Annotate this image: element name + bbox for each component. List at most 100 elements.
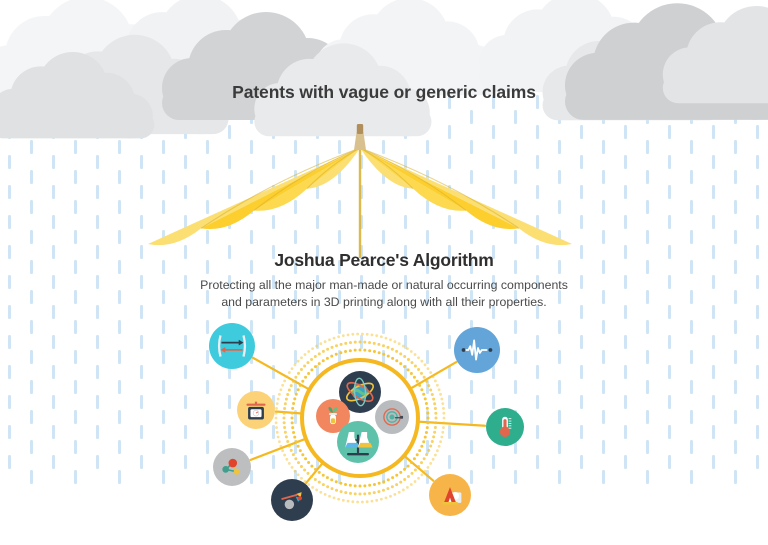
- rain-drop: [206, 380, 209, 394]
- halo-dot: [348, 341, 352, 345]
- rain-drop: [470, 230, 473, 244]
- halo-dot: [412, 375, 416, 379]
- leaf-left: [328, 407, 333, 414]
- halo-dot: [440, 435, 444, 439]
- rain-drop: [382, 350, 385, 364]
- rain-drop: [162, 140, 165, 154]
- rain-drop: [8, 365, 11, 379]
- halo-dot: [330, 487, 334, 491]
- rain-drop: [712, 125, 715, 139]
- halo-dot: [372, 350, 376, 354]
- halo-dot: [360, 332, 364, 336]
- rain-drop: [30, 320, 33, 334]
- rain-drop: [646, 380, 649, 394]
- halo-dot: [441, 402, 445, 406]
- rain-drop: [118, 440, 121, 454]
- halo-dot: [301, 379, 305, 383]
- halo-dot: [356, 332, 360, 336]
- halo-dot: [377, 342, 381, 346]
- hazard-cone-icon[interactable]: Hazard cone: [429, 474, 471, 516]
- halo-dot: [395, 349, 399, 353]
- halo-dot: [390, 485, 394, 489]
- rain-drop: [250, 230, 253, 244]
- halo-dot: [377, 481, 381, 485]
- rain-drop: [52, 155, 55, 169]
- rain-drop: [734, 470, 737, 484]
- rain-drop: [558, 140, 561, 154]
- orbit-ring-3: [353, 377, 367, 407]
- caliper-measure-icon[interactable]: Caliper measurement: [209, 323, 255, 369]
- rain-drop: [646, 320, 649, 334]
- rain-drop: [162, 290, 165, 304]
- rain-drop: [536, 155, 539, 169]
- halo-dot: [328, 338, 331, 342]
- rain-drop: [96, 185, 99, 199]
- lab-flasks-icon[interactable]: Lab flask stand: [337, 421, 379, 463]
- rain-drop: [74, 410, 77, 424]
- rain-drop: [558, 200, 561, 214]
- halo-dot: [399, 470, 403, 474]
- rain-drop: [96, 245, 99, 259]
- rain-drop: [756, 185, 759, 199]
- umbrella-rib: [200, 147, 361, 229]
- waveform-icon[interactable]: Signal waveform: [454, 327, 500, 373]
- rain-drop: [712, 245, 715, 259]
- rain-drop: [756, 335, 759, 349]
- target-gauge-icon[interactable]: Target gauge: [375, 400, 409, 434]
- halo-dot: [294, 457, 298, 461]
- rain-drop: [404, 185, 407, 199]
- atom-globe-icon[interactable]: Atom and globe: [339, 371, 381, 413]
- rain-drop: [206, 470, 209, 484]
- rain-drop: [580, 395, 583, 409]
- halo-dot: [307, 483, 311, 486]
- halo-dot: [276, 435, 280, 439]
- rain-drop: [558, 470, 561, 484]
- rain-drop: [646, 440, 649, 454]
- test-tube-icon[interactable]: Test tube with plant: [316, 399, 350, 433]
- rain-drop: [580, 455, 583, 469]
- rain-drop: [184, 275, 187, 289]
- rain-drop: [580, 425, 583, 439]
- node-glyph: [383, 408, 404, 426]
- halo-dot: [426, 416, 430, 420]
- molecule-icon[interactable]: Molecule: [213, 448, 251, 486]
- halo-dot: [278, 440, 281, 444]
- halo-dot: [351, 332, 355, 336]
- halo-dot: [290, 411, 294, 415]
- halo-dot: [409, 371, 413, 375]
- rain-drop: [162, 440, 165, 454]
- halo-dot: [307, 461, 311, 465]
- rain-drop: [712, 275, 715, 289]
- rain-drop: [646, 410, 649, 424]
- halo-dot: [311, 347, 314, 351]
- halo-dot: [435, 383, 439, 387]
- rain-drop: [470, 110, 473, 124]
- rain-drop: [646, 200, 649, 214]
- rain-drop: [734, 380, 737, 394]
- halo-dot: [293, 469, 297, 473]
- rain-drop: [272, 425, 275, 439]
- thermometer-icon[interactable]: Thermometer: [486, 408, 524, 446]
- halo-dot: [278, 392, 281, 396]
- halo-dot: [379, 335, 383, 339]
- halo-dot: [332, 496, 336, 500]
- halo-dot: [382, 352, 386, 356]
- rain-drop: [624, 275, 627, 289]
- kitchen-scale-icon[interactable]: Weighing scale: [237, 391, 275, 429]
- halo-dot: [377, 351, 381, 355]
- rain-drop: [118, 230, 121, 244]
- halo-dot: [282, 416, 286, 420]
- halo-dot: [406, 368, 410, 372]
- hub-ring: [300, 358, 420, 478]
- halo-dot: [337, 335, 341, 339]
- rain-drop: [338, 200, 341, 214]
- rain-drop: [52, 245, 55, 259]
- halo-dot: [429, 371, 433, 374]
- telescope-comet-icon[interactable]: Comet and telescope: [271, 479, 313, 521]
- rain-drop: [580, 185, 583, 199]
- halo-dot: [296, 473, 300, 477]
- halo-dot: [306, 361, 310, 365]
- rain-drop: [140, 395, 143, 409]
- rain-drop: [492, 155, 495, 169]
- halo-dot: [442, 407, 445, 410]
